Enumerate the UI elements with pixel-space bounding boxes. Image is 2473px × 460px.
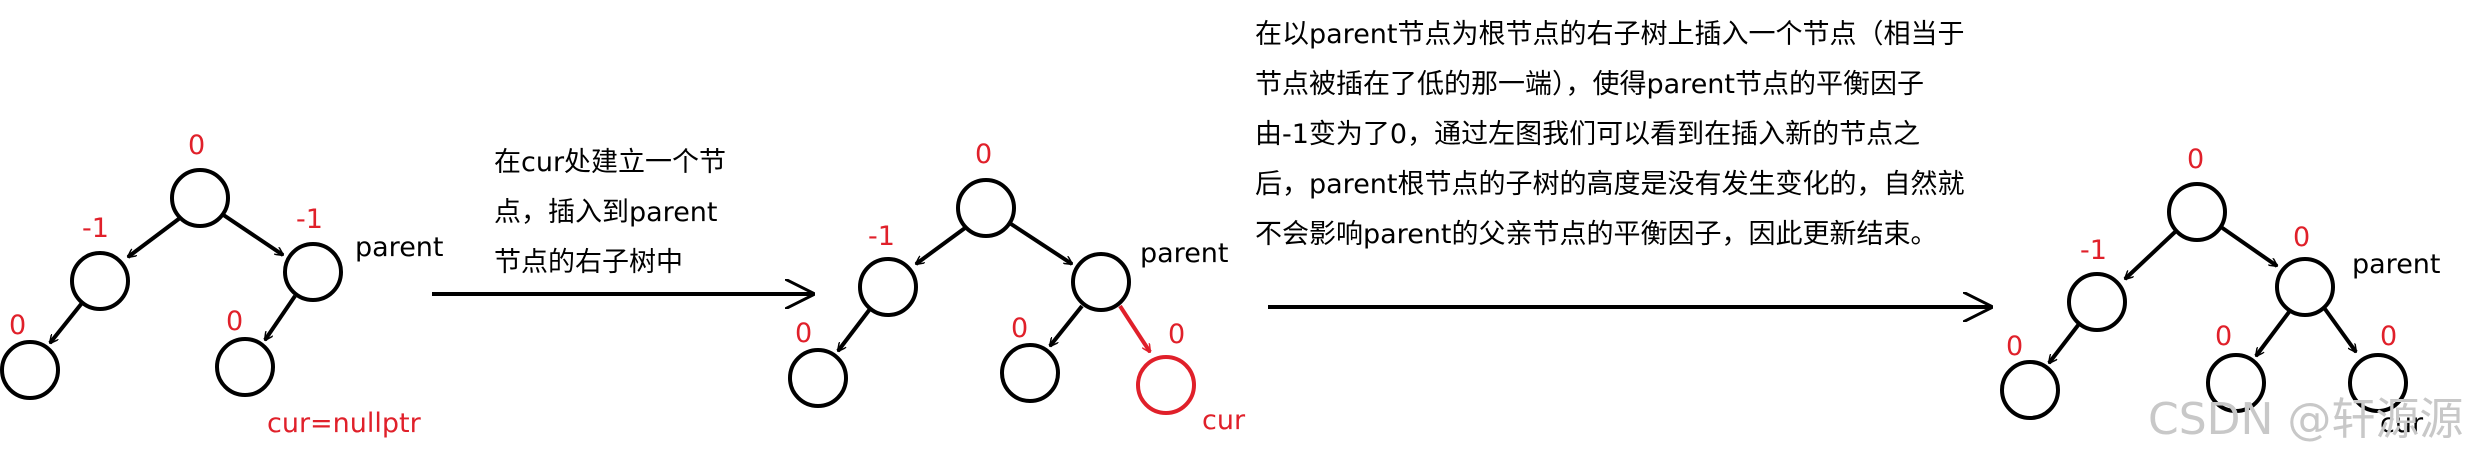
- edge-root-left: [916, 226, 967, 266]
- tree-after-labels: 0 -1 0 0 0 parent cur: [795, 139, 1246, 436]
- node-left-left: [0, 340, 60, 400]
- step2-description: 在以parent节点为根节点的右子树上插入一个节点（相当于 节点被插在了低的那一…: [1255, 10, 1965, 260]
- step1-line: 在cur处建立一个节: [494, 147, 727, 178]
- tree-before-labels: 0 -1 -1 0 0 parent cur=nullptr: [9, 130, 444, 439]
- bf-root: 0: [188, 130, 205, 161]
- bf-left: -1: [868, 221, 895, 252]
- node-parent: [2275, 257, 2335, 317]
- parent-label: parent: [355, 232, 444, 263]
- cur-nullptr-label: cur=nullptr: [267, 408, 422, 439]
- node-parent: [283, 242, 343, 302]
- node-root: [2167, 182, 2227, 242]
- edge-root-left: [2125, 230, 2177, 279]
- node-parent-left: [215, 337, 275, 397]
- step2-line: 后，parent根节点的子树的高度是没有发生变化的，自然就: [1255, 169, 1965, 200]
- bf-root: 0: [2187, 144, 2204, 175]
- bf-root: 0: [975, 139, 992, 170]
- node-left: [70, 251, 130, 311]
- edge-parent-cur: [2323, 307, 2358, 352]
- bf-left-left: 0: [795, 318, 812, 349]
- node-left-left: [2000, 360, 2060, 420]
- edge-parent-parentleft: [1050, 304, 1084, 346]
- tree-after-update-labels: 0 -1 0 0 0 0 parent cur: [2006, 144, 2441, 439]
- edge-root-left: [128, 216, 182, 259]
- parent-label: parent: [1140, 238, 1229, 269]
- bf-parent: -1: [296, 204, 323, 235]
- bf-left: -1: [82, 213, 109, 244]
- bf-left-left: 0: [9, 310, 26, 341]
- node-cur-new: [1136, 355, 1196, 415]
- parent-label: parent: [2352, 249, 2441, 280]
- bf-cur: 0: [1168, 319, 1185, 350]
- node-cur: [2348, 353, 2408, 413]
- edge-root-parent: [2219, 225, 2277, 268]
- node-parent-left: [2206, 353, 2266, 413]
- step2-line: 在以parent节点为根节点的右子树上插入一个节点（相当于: [1255, 19, 1965, 50]
- step2-line: 节点被插在了低的那一端），使得parent节点的平衡因子: [1255, 69, 1925, 100]
- node-left: [858, 257, 918, 317]
- bf-left: -1: [2080, 235, 2107, 266]
- bf-cur: 0: [2380, 321, 2397, 352]
- step2-line: 由-1变为了0，通过左图我们可以看到在插入新的节点之: [1255, 119, 1921, 150]
- edge-parent-cur: [1118, 304, 1152, 352]
- step2-line: 不会影响parent的父亲节点的平衡因子，因此更新结束。: [1255, 219, 1938, 250]
- edge-left-leftleft: [2047, 322, 2081, 363]
- node-parent: [1071, 252, 1131, 312]
- tree-after-insert: [788, 178, 1196, 415]
- step1-description: 在cur处建立一个节 点，插入到parent 节点的右子树中: [494, 138, 726, 288]
- bf-parent-left: 0: [2215, 321, 2232, 352]
- node-parent-left: [1000, 343, 1060, 403]
- bf-parent-left: 0: [226, 306, 243, 337]
- node-root: [956, 178, 1016, 238]
- bf-parent: 0: [2293, 222, 2310, 253]
- tree-after-update: [2000, 182, 2408, 420]
- edge-parent-parentleft: [263, 294, 297, 340]
- cur-label: cur: [2380, 408, 2424, 439]
- bf-left-left: 0: [2006, 331, 2023, 362]
- cur-label: cur: [1202, 405, 1246, 436]
- tree-before-insert: [0, 168, 343, 400]
- edge-left-leftleft: [836, 307, 872, 351]
- edge-left-leftleft: [50, 301, 84, 343]
- step1-line: 点，插入到parent: [494, 197, 718, 228]
- bf-parent-left: 0: [1011, 313, 1028, 344]
- node-root: [170, 168, 230, 228]
- node-left: [2067, 272, 2127, 332]
- edge-root-parent: [220, 212, 283, 257]
- csdn-watermark: CSDN @轩源源: [2148, 394, 2464, 445]
- edge-parent-parentleft: [2254, 310, 2291, 356]
- edge-root-parent: [1006, 220, 1072, 266]
- step1-line: 节点的右子树中: [494, 247, 683, 278]
- node-left-left: [788, 348, 848, 408]
